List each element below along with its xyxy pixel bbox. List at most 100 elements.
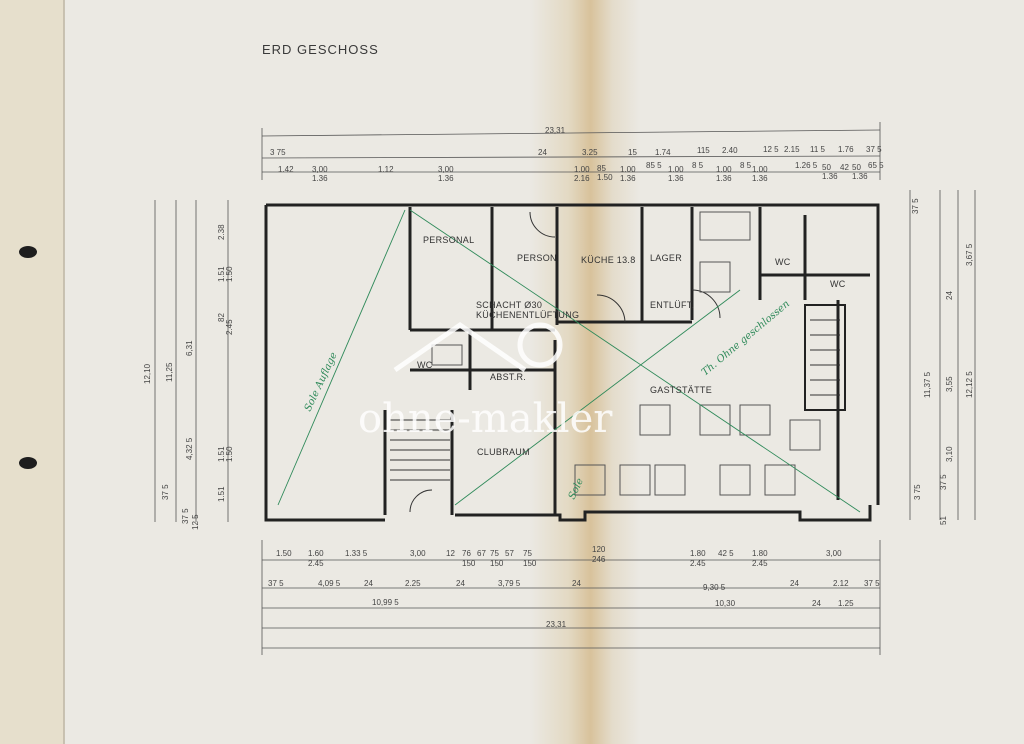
punch-hole (19, 457, 37, 469)
dimension-label-bottom: 2.45 (308, 559, 324, 568)
dimension-label-bottom: 24 (364, 579, 373, 588)
dimension-label-bottom: 1.60 (308, 549, 324, 558)
dimension-label-top: 1.50 (597, 173, 613, 182)
dimension-lines (154, 122, 976, 655)
dimension-label-top: 115 (697, 146, 710, 155)
room-label-entlueft: ENTLÜFT. (650, 300, 694, 310)
dimension-label-top: 1.00 (752, 165, 768, 174)
room-label-gaststaette: GASTSTÄTTE (650, 385, 712, 395)
dimension-label-top: 23,31 (545, 126, 566, 135)
dimension-label-left: 1.50 (225, 446, 234, 462)
dimension-label-top: 1.12 (378, 165, 394, 174)
dimension-label-top: 50 (822, 163, 831, 172)
dimension-label-top: 3.25 (582, 148, 598, 157)
dimension-label-bottom: 2.45 (690, 559, 706, 568)
dimension-label-bottom: 1.50 (276, 549, 292, 558)
dimension-label-top: 85 (597, 164, 606, 173)
room-label-schacht: SCHACHT Ø30 (476, 300, 542, 310)
dimension-label-top: 1.00 (668, 165, 684, 174)
dimension-label-right: 3,10 (945, 446, 954, 462)
room-label-abstr: ABST.R. (490, 372, 526, 382)
room-label-person: PERSON (517, 253, 557, 263)
dimension-label-top: 3 75 (270, 148, 286, 157)
dimension-label-top: 37 5 (866, 145, 882, 154)
dimension-label-right: 3 75 (913, 484, 922, 500)
margin-strip (0, 0, 64, 744)
room-label-personal: PERSONAL (423, 235, 474, 245)
dimension-label-bottom: 24 (456, 579, 465, 588)
dimension-label-left: 37 5 (161, 484, 170, 500)
dimension-label-top: 1.26 5 (795, 161, 818, 170)
paper-fold (530, 0, 640, 744)
dimension-label-bottom: 67 (477, 549, 486, 558)
dimension-label-top: 65 5 (868, 161, 884, 170)
dimension-label-top: 11 5 (810, 145, 826, 154)
dimension-label-bottom: 24 (790, 579, 799, 588)
dimension-label-left: 12 5 (191, 514, 200, 530)
dimension-label-top: 2.16 (574, 174, 590, 183)
dimension-label-right: 37 5 (911, 198, 920, 214)
dimension-label-top: 1.76 (838, 145, 854, 154)
dimension-label-top: 50 (852, 163, 861, 172)
dimension-label-top: 1.36 (438, 174, 454, 183)
watermark-logo (393, 321, 563, 373)
dimension-label-left: 12,10 (143, 363, 152, 384)
dimension-label-left: 4,32 5 (185, 437, 194, 460)
dimension-label-top: 3,00 (438, 165, 454, 174)
dimension-label-bottom: 1.33 5 (345, 549, 368, 558)
dimension-label-top: 1.74 (655, 148, 671, 157)
dimension-label-left: 2.38 (217, 224, 226, 240)
dimension-label-right: 11,37 5 (923, 371, 932, 398)
room-label-kuechenentlueftung: KÜCHENENTLÜFTUNG (476, 310, 579, 320)
dimension-label-top: 15 (628, 148, 637, 157)
dimension-label-bottom: 246 (592, 555, 606, 564)
dimension-label-top: 3,00 (312, 165, 328, 174)
dimension-label-left: 1.51 (217, 266, 226, 282)
dimension-label-bottom: 12 (446, 549, 455, 558)
dimension-label-top: 1.00 (716, 165, 732, 174)
dimension-label-bottom: 76 (462, 549, 471, 558)
dimension-label-bottom: 24 (812, 599, 821, 608)
dimension-label-left: 2.45 (225, 319, 234, 335)
sheet-title: ERD GESCHOSS (262, 42, 379, 57)
pencil-lines (277, 209, 861, 513)
watermark-text: ohne-makler (358, 396, 613, 442)
dimension-label-left: 1.50 (225, 266, 234, 282)
dimension-label-bottom: 10,99 5 (372, 598, 399, 607)
dimension-label-right: 3,55 (945, 376, 954, 392)
dimension-label-top: 1.36 (312, 174, 328, 183)
furniture (431, 211, 821, 496)
dimension-label-top: 1.36 (716, 174, 732, 183)
dimension-label-top: 42 (840, 163, 849, 172)
dimension-label-bottom: 1.25 (838, 599, 854, 608)
dimension-label-bottom: 150 (490, 559, 504, 568)
dimension-label-bottom: 24 (572, 579, 581, 588)
dimension-label-right: 24 (945, 291, 954, 300)
dimension-label-top: 8 5 (740, 161, 752, 170)
dimension-label-bottom: 1.80 (690, 549, 706, 558)
dimension-label-right: 37 5 (939, 474, 948, 490)
dimension-label-bottom: 3,00 (410, 549, 426, 558)
dimension-label-bottom: 2.12 (833, 579, 849, 588)
staircase (390, 211, 840, 513)
dimension-label-bottom: 3,79 5 (498, 579, 521, 588)
dimension-label-top: 24 (538, 148, 547, 157)
dimension-label-top: 1.36 (852, 172, 868, 181)
dimension-label-bottom: 57 (505, 549, 514, 558)
dimension-label-top: 1.36 (822, 172, 838, 181)
dimension-label-bottom: 42 5 (718, 549, 734, 558)
dimension-label-top: 1.42 (278, 165, 294, 174)
dimension-label-bottom: 4,09 5 (318, 579, 341, 588)
dimension-label-left: 37 5 (181, 508, 190, 524)
walls (264, 203, 880, 522)
room-label-wc-right: WC (830, 279, 846, 289)
dimension-label-bottom: 2.25 (405, 579, 421, 588)
dimension-label-bottom: 23,31 (546, 620, 567, 629)
dimension-label-top: 12 5 (763, 145, 779, 154)
dimension-label-bottom: 9,30 5 (703, 583, 726, 592)
dimension-label-bottom: 37 5 (864, 579, 880, 588)
dimension-label-right: 51 (939, 516, 948, 525)
dimension-label-top: 1.00 (574, 165, 590, 174)
